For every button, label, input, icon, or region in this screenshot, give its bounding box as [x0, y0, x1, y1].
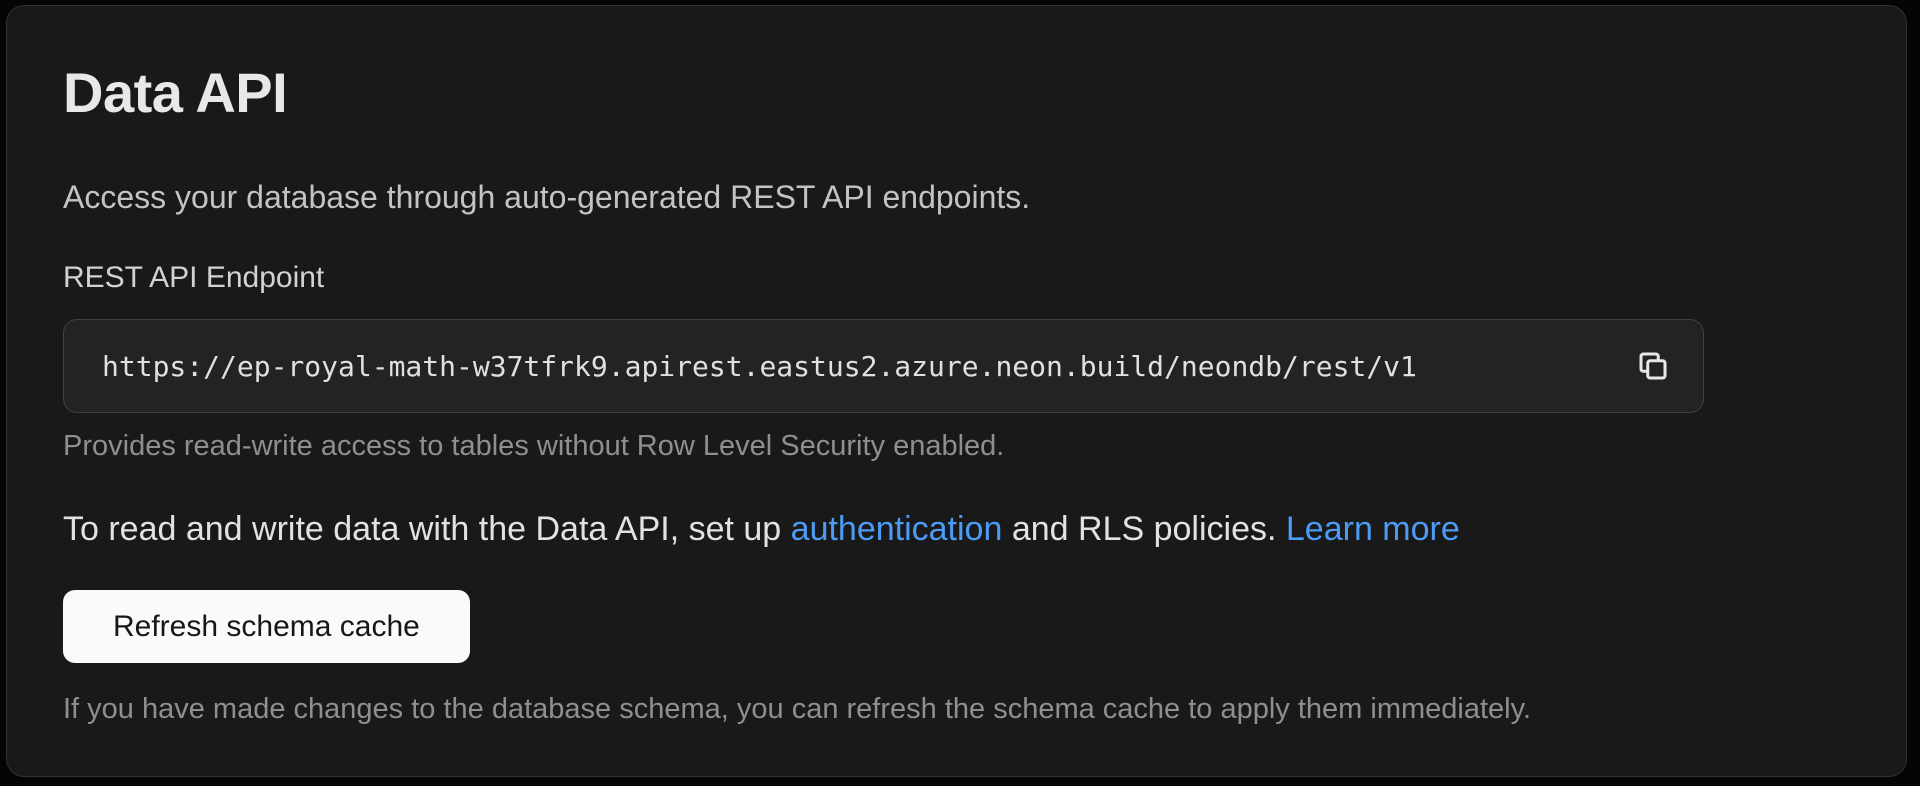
endpoint-url-field[interactable]: https://ep-royal-math-w37tfrk9.apirest.e…	[63, 319, 1704, 413]
auth-note-prefix: To read and write data with the Data API…	[63, 510, 791, 548]
data-api-card: Data API Access your database through au…	[6, 5, 1907, 777]
card-description: Access your database through auto-genera…	[63, 179, 1031, 215]
copy-endpoint-button[interactable]	[1629, 342, 1677, 390]
endpoint-field-label: REST API Endpoint	[63, 261, 325, 294]
auth-note-middle: and RLS policies.	[1002, 510, 1286, 548]
refresh-helper-text: If you have made changes to the database…	[63, 693, 1532, 725]
authentication-link[interactable]: authentication	[790, 510, 1003, 548]
copy-icon	[1635, 348, 1671, 384]
endpoint-url-value[interactable]: https://ep-royal-math-w37tfrk9.apirest.e…	[102, 349, 1417, 383]
endpoint-helper-text: Provides read-write access to tables wit…	[63, 430, 1005, 462]
auth-note: To read and write data with the Data API…	[63, 508, 1460, 551]
learn-more-link[interactable]: Learn more	[1285, 510, 1460, 548]
refresh-schema-cache-button[interactable]: Refresh schema cache	[63, 590, 470, 663]
page-title: Data API	[63, 61, 288, 124]
